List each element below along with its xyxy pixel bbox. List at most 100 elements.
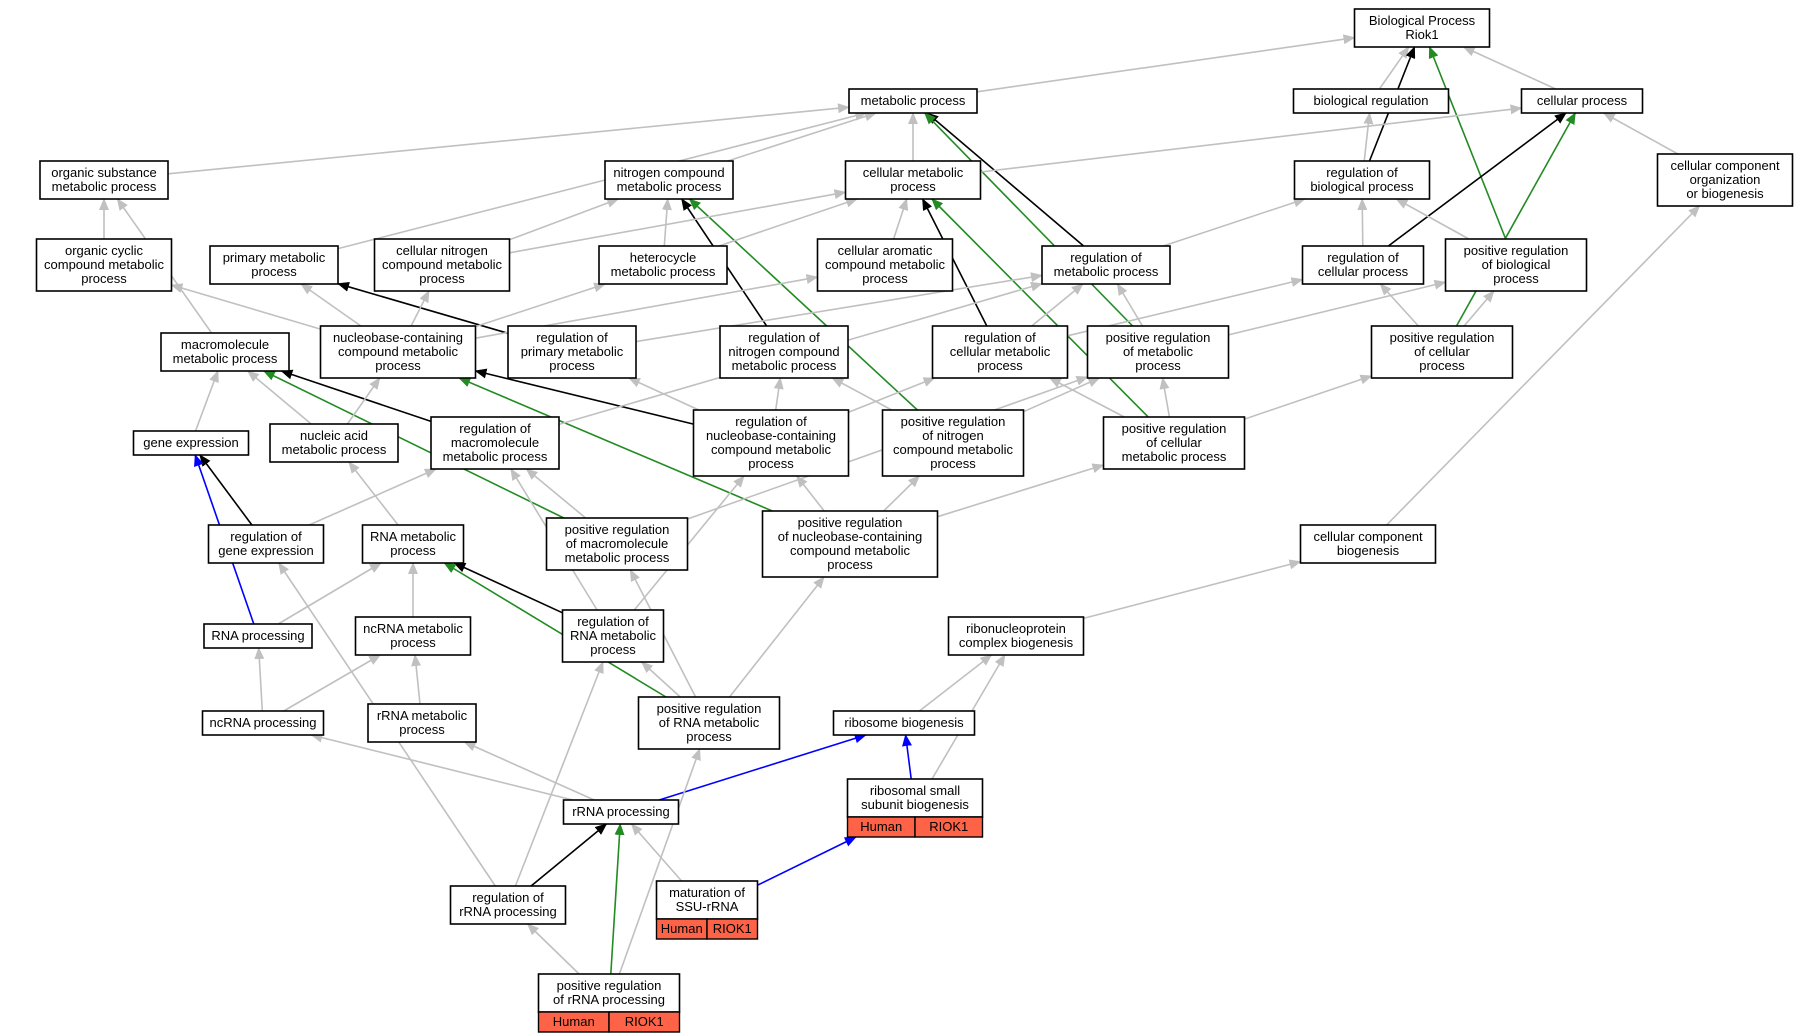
node-label: organic cyclic — [65, 243, 144, 258]
annotation-label: RIOK1 — [713, 921, 752, 936]
node-label: macromolecule — [451, 435, 539, 450]
node-label: ribonucleoprotein — [966, 621, 1066, 636]
node-ncrnaproc[interactable]: ncRNA processing — [201, 710, 325, 736]
node-box — [832, 710, 976, 736]
node-label: process — [748, 456, 794, 471]
node-label: of nucleobase-containing — [778, 529, 923, 544]
node-label: process — [81, 271, 127, 286]
node-label: regulation of — [577, 614, 649, 629]
node-label: primary metabolic — [223, 250, 326, 265]
edge-posregncmp-to-ncmp — [688, 198, 918, 411]
edge-namp-to-mmp — [247, 370, 312, 425]
node-label: process — [390, 543, 436, 558]
annotation-cell — [706, 918, 759, 940]
annotation-label: Human — [553, 1014, 595, 1029]
node-box — [361, 524, 465, 564]
annotation-label: Human — [860, 819, 902, 834]
node-label: organization — [1690, 172, 1761, 187]
edge-ncrnaproc-to-ncrnamp — [283, 654, 382, 712]
node-box — [598, 245, 728, 285]
edge-regcp-to-cellproc — [1387, 112, 1567, 247]
node-box — [604, 160, 734, 200]
node-label: metabolic process — [1054, 264, 1159, 279]
node-label: compound metabolic — [711, 442, 831, 457]
node-box — [1370, 325, 1514, 379]
edge-cncmp-to-cmp — [509, 189, 847, 254]
node-label: ribosomal small — [870, 783, 960, 798]
node-ge[interactable]: gene expression — [132, 430, 250, 456]
node-label: regulation of — [735, 414, 807, 429]
annotation-label: RIOK1 — [929, 819, 968, 834]
node-box — [1353, 8, 1491, 48]
node-label: ncRNA metabolic — [363, 621, 463, 636]
node-label: cellular component — [1670, 158, 1780, 173]
node-label: rRNA processing — [459, 904, 557, 919]
node-box — [203, 623, 313, 649]
node-label: regulation of — [964, 330, 1036, 345]
node-box — [35, 238, 173, 292]
node-label: Biological Process — [1369, 13, 1476, 28]
node-label: ribosome biogenesis — [844, 715, 964, 730]
node-metab[interactable]: metabolic process — [848, 88, 978, 114]
edge-posregnbcmp-to-posregcmp — [937, 463, 1105, 518]
edge-posregrnamp-to-regrnamp — [640, 661, 681, 698]
node-cellproc[interactable]: cellular process — [1520, 88, 1644, 114]
node-label: compound metabolic — [338, 344, 458, 359]
node-bioreg[interactable]: biological regulation — [1292, 88, 1450, 114]
node-regnbcmp[interactable]: regulation ofnucleobase-containingcompou… — [692, 409, 850, 477]
node-label: of rRNA processing — [553, 992, 665, 1007]
node-label: regulation of — [748, 330, 820, 345]
edge-ccb-to-ccob — [1386, 205, 1701, 526]
node-box — [561, 609, 665, 663]
edge-regcp-to-regbp — [1357, 198, 1368, 247]
edge-rssb-to-ribobio — [902, 734, 912, 780]
node-rnaproc[interactable]: RNA processing — [203, 623, 313, 649]
node-label: metabolic process — [282, 442, 387, 457]
edge-posregcp-to-regcp — [1379, 283, 1419, 327]
node-label: nucleobase-containing — [706, 428, 836, 443]
node-label: metabolic process — [1122, 449, 1227, 464]
edge-namp-to-nbcmp — [346, 377, 381, 425]
node-ribobio[interactable]: ribosome biogenesis — [832, 710, 976, 736]
node-rrnaproc[interactable]: rRNA processing — [562, 799, 680, 825]
